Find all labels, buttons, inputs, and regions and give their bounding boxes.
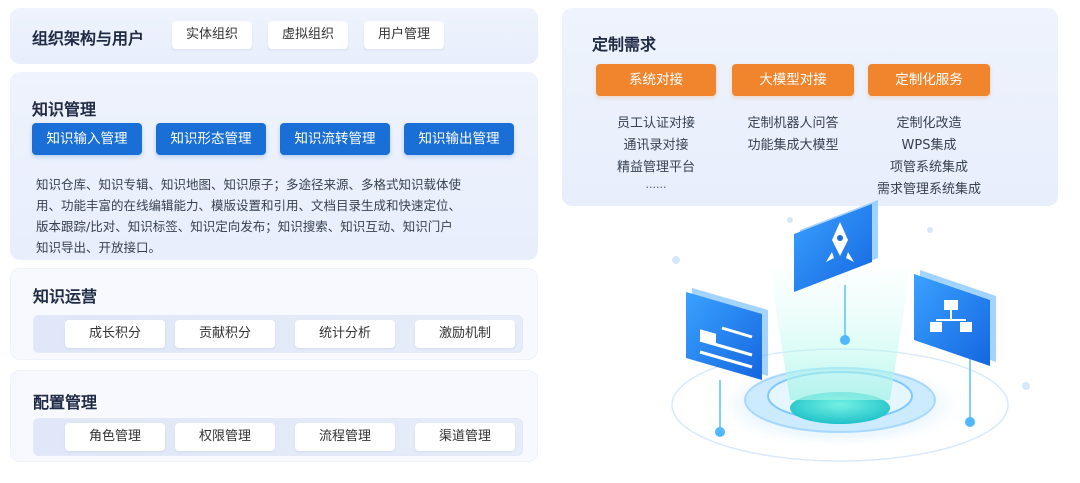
- config-title: 配置管理: [33, 393, 98, 412]
- ops-chip-growth[interactable]: 成长积分: [65, 320, 165, 348]
- knowledge-title: 知识管理: [32, 100, 97, 119]
- custom-llm-item-1: 定制机器人问答: [747, 116, 839, 131]
- knowledge-output-button[interactable]: 知识输出管理: [404, 123, 514, 155]
- config-chip-roles[interactable]: 角色管理: [65, 423, 165, 451]
- custom-panel: 定制需求 系统对接 大模型对接 定制化服务 员工认证对接 通讯录对接 精益管理平…: [562, 8, 1058, 206]
- custom-system-item-1: 员工认证对接: [616, 116, 695, 131]
- custom-system-button[interactable]: 系统对接: [596, 64, 716, 96]
- knowledge-desc-line-1: 知识仓库、知识专辑、知识地图、知识原子；多途径来源、多格式知识载体使: [36, 177, 462, 192]
- knowledge-desc-line-3: 版本跟踪/比对、知识标签、知识定向发布；知识搜索、知识互动、知识门户: [36, 219, 453, 234]
- ops-panel: 知识运营 成长积分 贡献积分 统计分析 激励机制: [10, 268, 538, 360]
- custom-service-item-2: WPS集成: [901, 138, 957, 153]
- ops-chip-contribution[interactable]: 贡献积分: [175, 320, 275, 348]
- custom-system-item-4: ......: [645, 178, 667, 191]
- custom-service-button[interactable]: 定制化服务: [868, 64, 990, 96]
- knowledge-desc-line-4: 知识导出、开放接口。: [36, 240, 162, 255]
- org-chart-icon: [914, 270, 996, 366]
- custom-system-item-2: 通讯录对接: [623, 138, 689, 153]
- custom-service-item-1: 定制化改造: [896, 116, 962, 131]
- org-chip-users[interactable]: 用户管理: [364, 21, 444, 49]
- knowledge-input-button[interactable]: 知识输入管理: [32, 123, 142, 155]
- org-panel: 组织架构与用户 实体组织 虚拟组织 用户管理: [10, 8, 538, 64]
- knowledge-form-button[interactable]: 知识形态管理: [156, 123, 266, 155]
- config-chip-permissions[interactable]: 权限管理: [175, 423, 275, 451]
- rocket-icon: [794, 200, 878, 292]
- config-chip-workflow[interactable]: 流程管理: [295, 423, 395, 451]
- custom-llm-button[interactable]: 大模型对接: [732, 64, 854, 96]
- custom-llm-item-2: 功能集成大模型: [747, 138, 839, 153]
- org-title: 组织架构与用户: [32, 29, 145, 48]
- config-panel: 配置管理 角色管理 权限管理 流程管理 渠道管理: [10, 370, 538, 462]
- document-icon: [686, 288, 768, 380]
- ops-chip-statistics[interactable]: 统计分析: [295, 320, 395, 348]
- knowledge-panel: 知识管理 知识输入管理 知识形态管理 知识流转管理 知识输出管理 知识仓库、知识…: [10, 72, 538, 260]
- custom-system-item-3: 精益管理平台: [616, 160, 695, 175]
- platform-illustration: [671, 200, 1030, 462]
- config-chip-channels[interactable]: 渠道管理: [415, 423, 515, 451]
- org-chip-virtual[interactable]: 虚拟组织: [268, 21, 348, 49]
- ops-chip-incentive[interactable]: 激励机制: [415, 320, 515, 348]
- custom-service-item-4: 需求管理系统集成: [876, 182, 981, 197]
- custom-title: 定制需求: [592, 35, 657, 54]
- ops-title: 知识运营: [33, 287, 98, 306]
- custom-service-item-3: 项管系统集成: [889, 160, 968, 175]
- org-chip-entity[interactable]: 实体组织: [172, 21, 252, 49]
- knowledge-flow-button[interactable]: 知识流转管理: [280, 123, 390, 155]
- knowledge-desc-line-2: 用、功能丰富的在线编辑能力、模版设置和引用、文档目录生成和快速定位、: [36, 198, 462, 213]
